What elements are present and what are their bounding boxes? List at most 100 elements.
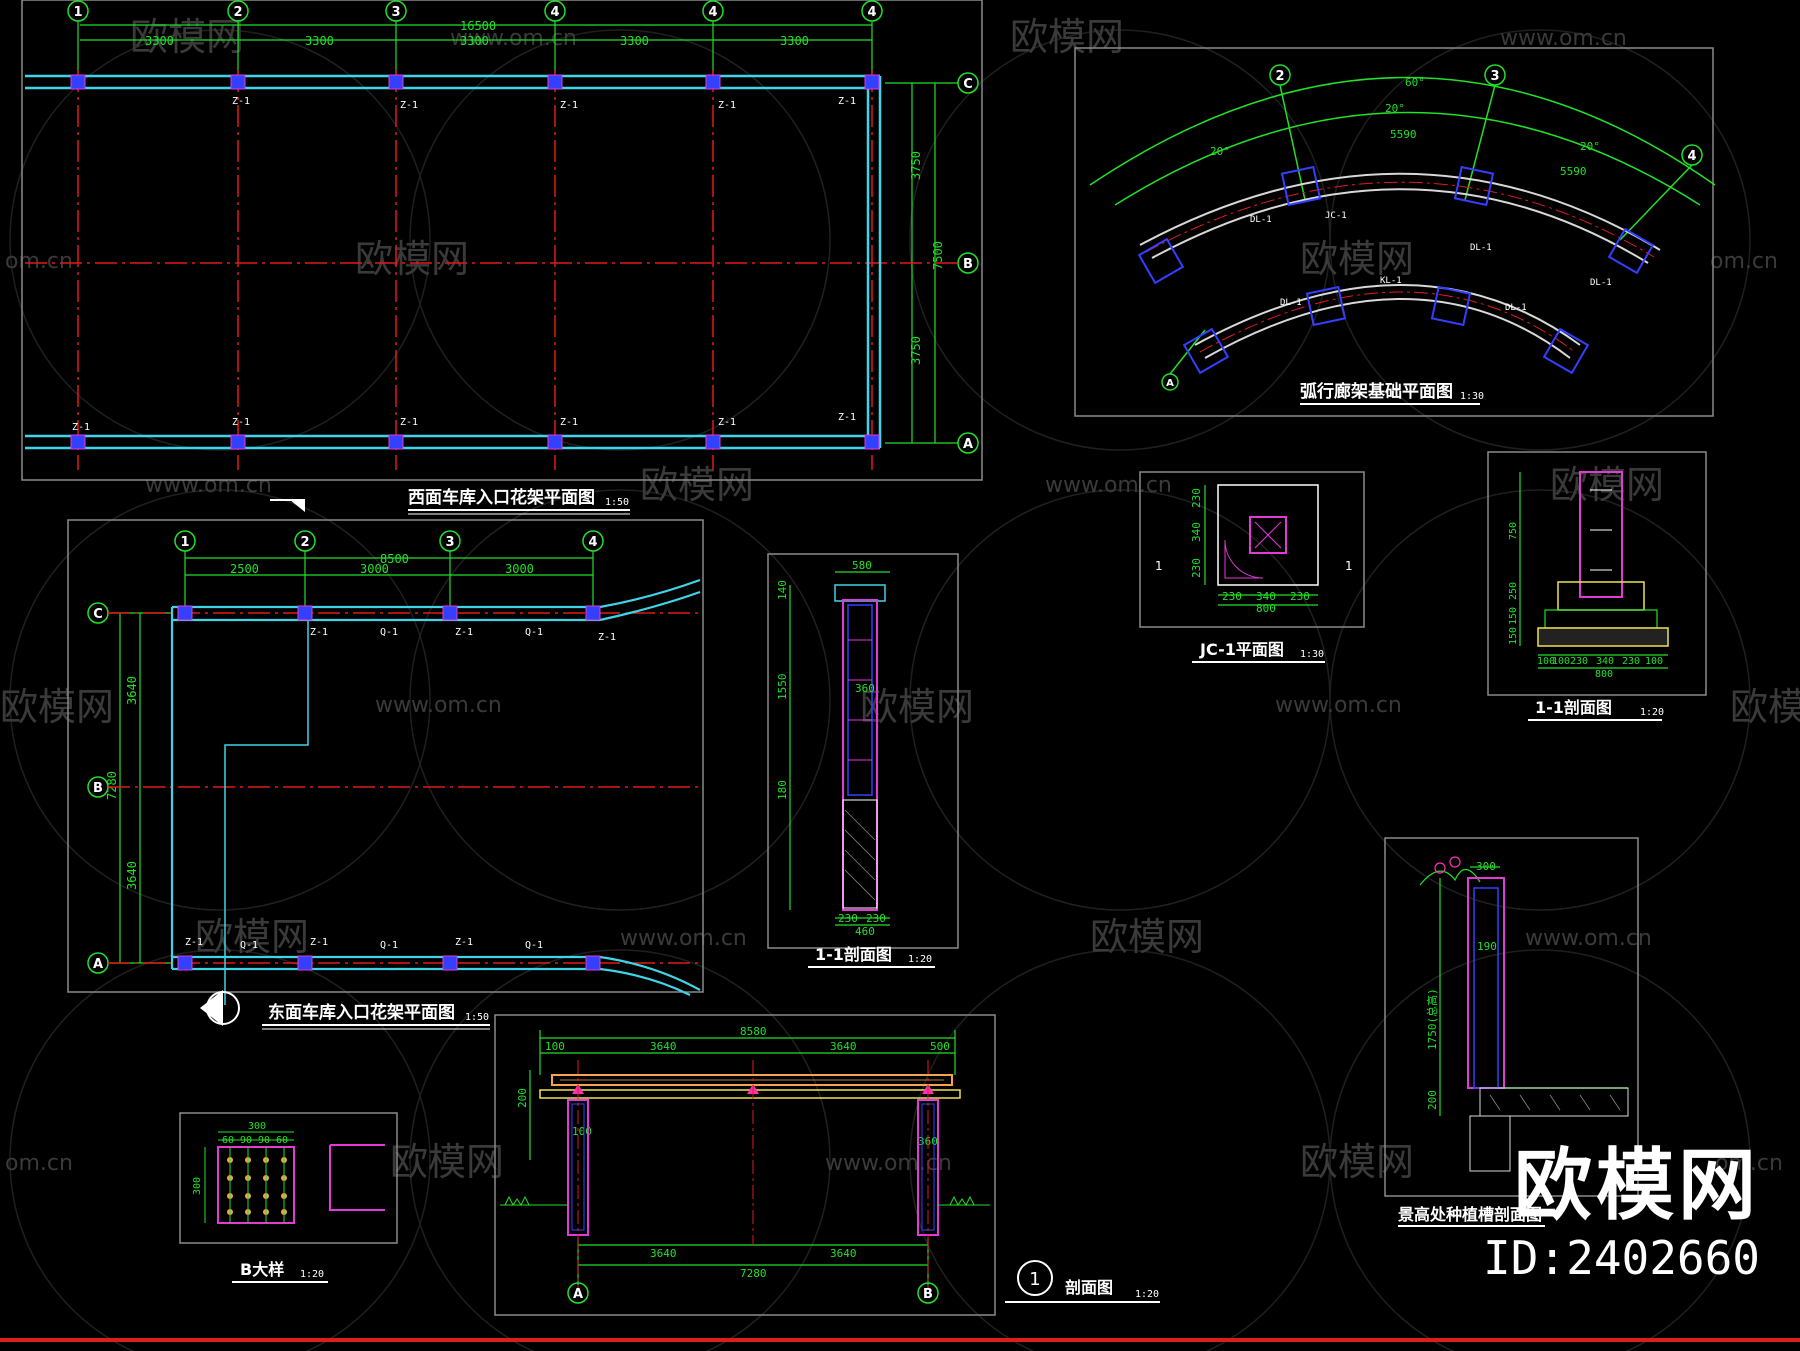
axis-label: 4 [588,535,597,550]
dimension: 90 [240,1135,252,1146]
dimension: 230 [1290,590,1310,603]
column-label: Z-1 [838,412,856,423]
axis-label: C [963,77,973,92]
watermark-url: om.cn [1710,249,1778,274]
axis-label: 1 [73,5,82,20]
dimension: 340 [1596,656,1614,667]
side-dimension: 3750 [909,336,923,365]
span-dimension: 3300 [305,34,334,48]
span-dimension: 3300 [780,34,809,48]
axis-label: 2 [300,535,309,550]
watermark-logo: 欧模网 [195,915,309,959]
drawing-scale: 1:50 [465,1012,489,1023]
total-dimension: 8580 [740,1025,767,1038]
drawing-frame [1074,47,1714,417]
dimension: 1750(总高) [1425,988,1439,1050]
watermark-logo: 欧模网 [1090,915,1204,959]
dimension: 180 [776,780,789,800]
section-number-circle [1017,1260,1053,1296]
axis-label: 3 [391,5,400,20]
dimension: 230 [838,912,858,925]
column-label: Z-1 [560,100,578,111]
total-dimension: 7280 [740,1267,767,1280]
beam-label: Q-1 [240,940,258,951]
watermark-url: om.cn [5,249,73,274]
axis-label: B [93,781,103,796]
dimension: 230 [866,912,886,925]
angle-dimension: 20° [1210,145,1230,158]
drawing-scale: 1:20 [300,1269,324,1280]
span-dimension: 3640 [650,1040,677,1053]
axis-label: A [1166,378,1174,389]
drawing-scale: 1:30 [1460,391,1484,402]
dimension: 250 [1508,582,1519,600]
watermark-url: om.cn [5,1151,73,1176]
drawing-frame [767,553,959,949]
watermark-logo: 欧模网 [1010,15,1124,59]
arc-dimension: 5590 [1390,128,1417,141]
axis-label: A [93,957,103,972]
dimension: 100 [1645,656,1663,667]
axis-label: 1 [180,535,189,550]
dimension: 140 [776,580,789,600]
dimension: 1550 [776,674,789,701]
span-dimension: 3640 [830,1040,857,1053]
axis-label: 4 [550,5,559,20]
column-label: Z-1 [232,417,250,428]
dimension: 60 [276,1135,288,1146]
span-dimension: 3640 [650,1247,677,1260]
arc-pergola-foundation-plan: 2 3 4 A 60° 20° 20° 20° 5590 5590 [1074,47,1716,417]
column-label: Z-1 [560,417,578,428]
side-dimension: 3640 [125,676,139,705]
beam-label: Q-1 [380,940,398,951]
end-dimension: 500 [930,1040,950,1053]
dimension: 460 [855,925,875,938]
span-dimension: 2500 [230,562,259,576]
span-dimension: 3300 [460,34,489,48]
watermark-url: www.om.cn [450,26,577,51]
drawing-scale: 1:20 [908,954,932,965]
axis-label: 2 [1275,69,1284,84]
dimension: 230 [1622,656,1640,667]
drawing-frame [1139,471,1365,628]
watermark-arcs [9,29,1751,1351]
column-label: Z-1 [232,96,250,107]
footing-section-1-1: 750 250 150 150 100 100 230 340 230 100 … [1487,451,1707,721]
watermark-logo: 欧模网 [640,463,754,507]
drawing-frame [1487,451,1707,696]
beam-label: Q-1 [380,627,398,638]
axis-label: B [923,1287,933,1302]
column-label: Z-1 [400,417,418,428]
watermark-logo: 欧模网 [860,685,974,729]
span-dimension: 3300 [145,34,174,48]
axis-label: 3 [1490,69,1499,84]
dimension: 200 [516,1088,529,1108]
column-label: Z-1 [185,937,203,948]
watermark-url: www.om.cn [375,693,502,718]
drawing-title: 弧行廊架基础平面图 [1300,381,1453,402]
side-dimension: 7500 [931,241,945,270]
column-label: Z-1 [598,632,616,643]
dimension: 100 [572,1125,592,1138]
drawing-title: 1-1剖面图 [1535,698,1612,717]
drawing-scale: 1:20 [1135,1289,1159,1300]
dimension: 90 [258,1135,270,1146]
dimension: 150 [1508,627,1519,645]
axis-label: 4 [1687,149,1696,164]
dimension: 100 [1537,656,1555,667]
top-dimension: 580 [852,559,872,572]
axis-label: 2 [233,5,242,20]
dimension: 230 [1570,656,1588,667]
total-dimension: 16500 [460,19,496,33]
side-dimension: 3750 [909,151,923,180]
column-label: Z-1 [455,627,473,638]
drawing-frame [1384,837,1639,1197]
total-dimension: 8500 [380,552,409,566]
angle-dimension: 20° [1385,102,1405,115]
watermark-url: www.om.cn [145,473,272,498]
beam-label: DL-1 [1470,243,1492,253]
section-number: 1 [1029,1269,1040,1290]
drawing-frame [67,519,704,993]
column-section-1-1: 580 140 1550 180 360 230 230 460 1-1剖面图 … [767,553,959,968]
drawing-title: 剖面图 [1065,1278,1113,1297]
